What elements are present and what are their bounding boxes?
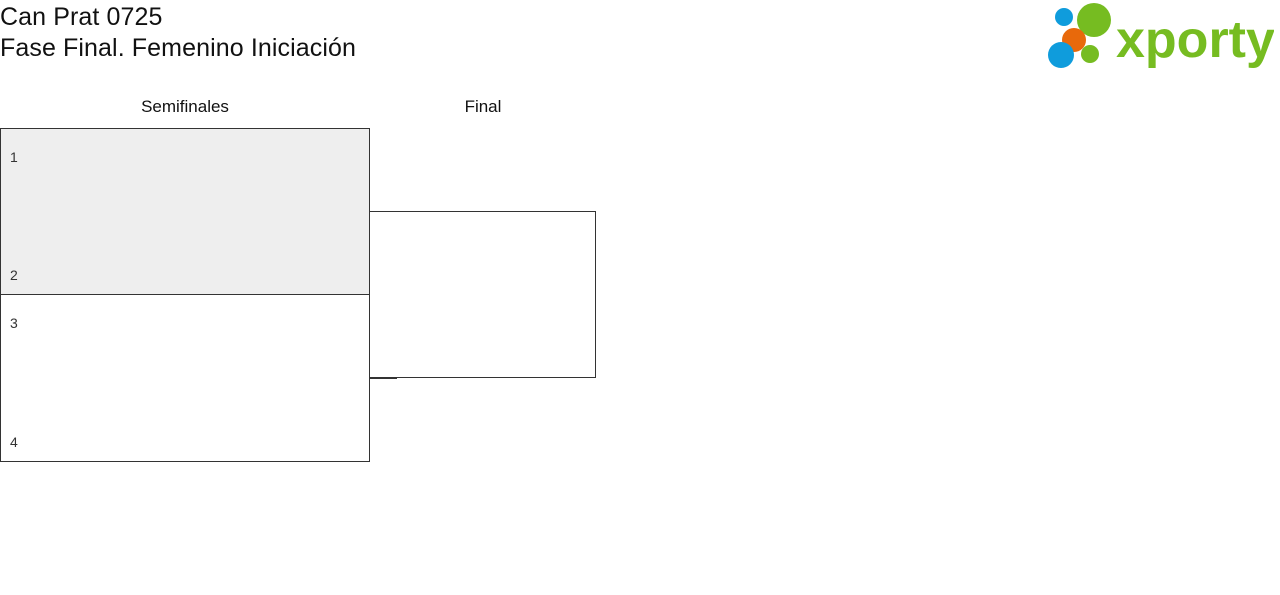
match-slot-seed: 3 bbox=[10, 315, 18, 331]
bracket-connector-semifinal-2 bbox=[369, 378, 397, 379]
round-header-final: Final bbox=[464, 97, 502, 116]
match-box-final[interactable] bbox=[369, 211, 596, 378]
match-slot-seed: 4 bbox=[10, 434, 18, 450]
round-header-semifinales: Semifinales bbox=[141, 97, 229, 116]
tournament-header: Can Prat 0725 Fase Final. Femenino Inici… bbox=[0, 0, 1280, 78]
logo-dot-blue-small-icon bbox=[1055, 8, 1073, 26]
logo-wordmark: xporty bbox=[1116, 11, 1274, 69]
match-slot-seed: 2 bbox=[10, 267, 18, 283]
tournament-name: Can Prat 0725 bbox=[0, 3, 163, 31]
logo-dot-green-large-icon bbox=[1077, 3, 1111, 37]
match-box-semifinal-1[interactable]: 1 2 bbox=[0, 128, 370, 295]
page-title: Can Prat 0725 Fase Final. Femenino Inici… bbox=[0, 2, 356, 64]
tournament-phase: Fase Final. Femenino Iniciación bbox=[0, 34, 357, 62]
logo-dot-green-small-icon bbox=[1081, 45, 1099, 63]
match-box-semifinal-2[interactable]: 3 4 bbox=[0, 294, 370, 462]
match-slot-seed: 1 bbox=[10, 149, 18, 165]
logo-dot-blue-large-icon bbox=[1048, 42, 1074, 68]
xporty-logo[interactable]: xporty bbox=[1042, 2, 1274, 74]
